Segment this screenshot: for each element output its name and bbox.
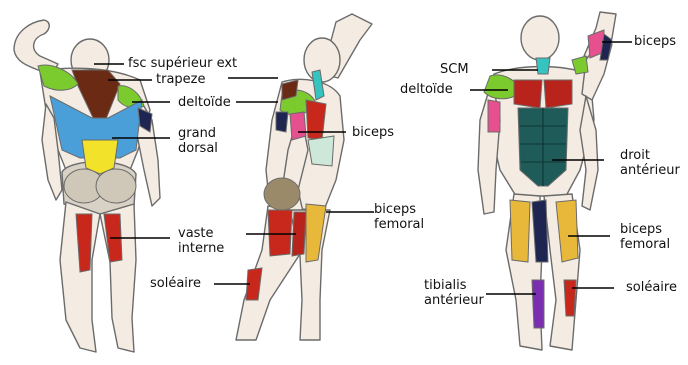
- label-fsc-superieur-ext: fsc supérieur ext: [128, 56, 237, 71]
- tibialis-anterior: [532, 280, 544, 328]
- side-view-figure: [236, 14, 372, 340]
- label-dorsal: dorsal: [178, 141, 218, 156]
- label-interne: interne: [178, 241, 224, 256]
- label-droit: droit: [620, 148, 680, 163]
- label-droit-anterieur: droit antérieur: [620, 148, 680, 178]
- label-deltoide-back: deltoïde: [178, 95, 231, 110]
- label-biceps-femoral-front-2: femoral: [620, 237, 670, 252]
- label-soleaire-side: soléaire: [150, 276, 201, 291]
- label-soleaire-front: soléaire: [626, 280, 677, 295]
- label-trapeze: trapeze: [156, 72, 205, 87]
- label-biceps-femoral-side-1: biceps: [374, 202, 424, 217]
- label-biceps-femoral-side: biceps femoral: [374, 202, 424, 232]
- label-tibialis-anterieur-2: antérieur: [424, 293, 484, 308]
- label-vaste-interne: vaste interne: [178, 226, 224, 256]
- label-grand: grand: [178, 126, 218, 141]
- label-deltoide-front: deltoïde: [400, 82, 453, 97]
- label-biceps-femoral-front-1: biceps: [620, 222, 670, 237]
- label-grand-dorsal: grand dorsal: [178, 126, 218, 156]
- scm-muscle-front: [536, 58, 550, 74]
- label-scm: SCM: [440, 62, 469, 77]
- label-tibialis: tibialis: [424, 278, 484, 293]
- label-biceps-front: biceps: [634, 34, 676, 49]
- label-biceps-femoral-side-2: femoral: [374, 217, 424, 232]
- label-vaste: vaste: [178, 226, 224, 241]
- lumbar-fascia: [82, 140, 118, 174]
- label-biceps-side: biceps: [352, 125, 394, 140]
- quadriceps-front: [510, 200, 530, 262]
- front-view-figure: [478, 12, 616, 350]
- label-tibialis-anterieur: tibialis antérieur: [424, 278, 484, 308]
- label-biceps-femoral-front: biceps femoral: [620, 222, 670, 252]
- biceps-side: [290, 112, 306, 140]
- label-anterieur: antérieur: [620, 163, 680, 178]
